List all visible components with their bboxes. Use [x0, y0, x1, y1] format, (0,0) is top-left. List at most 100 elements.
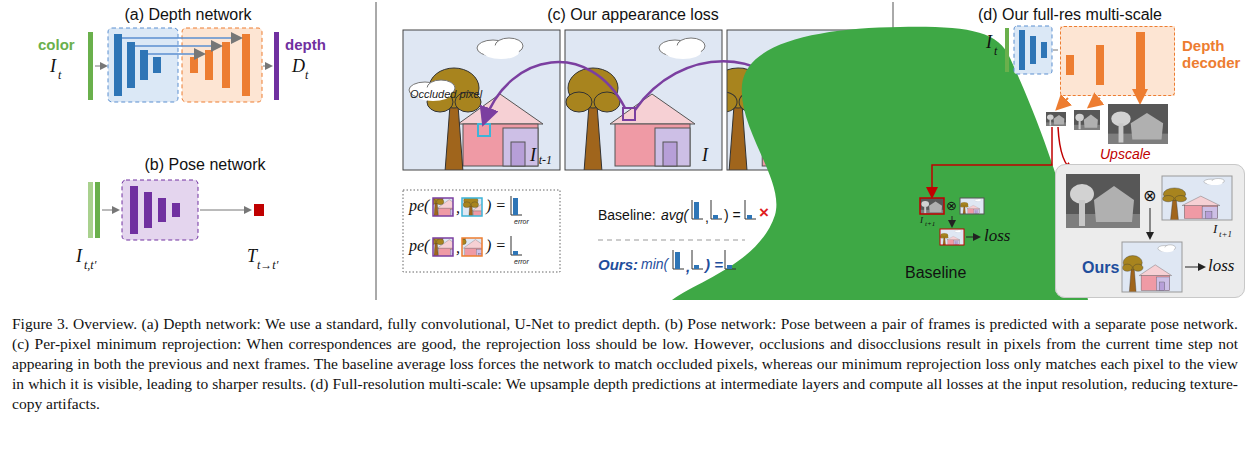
pose-network-part	[130, 186, 138, 234]
node-text: Depth decoder	[1182, 37, 1246, 71]
node-text: Ours	[1082, 259, 1119, 277]
reprojection-formulas-part	[673, 250, 684, 269]
multi-scale-network-part	[1162, 176, 1232, 220]
label-text: ,	[456, 199, 460, 217]
multi-scale-network-part	[1122, 242, 1182, 293]
depth-network-part	[127, 42, 135, 88]
label-text: (c) Our appearance loss	[547, 6, 719, 24]
video-frames-part	[403, 30, 560, 170]
label-text: I	[986, 32, 992, 53]
label-text: T	[247, 246, 257, 267]
label-text: (a) Depth network	[124, 6, 251, 24]
label-text: t,t′	[84, 258, 96, 273]
reprojection-formulas-part	[692, 250, 703, 269]
decoder-box: Depth decoder	[1060, 26, 1175, 96]
label-text: (b) Pose network	[145, 156, 266, 174]
multi-scale-network-part	[920, 198, 944, 214]
node-text: I	[530, 145, 536, 166]
label-text: t	[994, 44, 997, 59]
label-text: error	[514, 218, 529, 225]
multi-scale-network-part	[1074, 110, 1100, 130]
label-text: ×	[759, 203, 769, 223]
label-text: t	[58, 68, 61, 83]
multi-scale-network-part	[1108, 104, 1168, 144]
label-text: (d) Our full-res multi-scale	[978, 6, 1162, 24]
label-text: ) =	[486, 197, 506, 215]
multi-scale-network-part	[952, 216, 953, 226]
reprojection-formulas-part	[598, 240, 745, 241]
reprojection-formulas-part	[725, 250, 736, 269]
multi-scale-network-part	[1055, 164, 1245, 298]
depth-network-part	[122, 38, 240, 54]
pose-network-part	[254, 204, 264, 216]
label-text: I	[920, 215, 923, 225]
label-text: ,	[456, 239, 460, 257]
reprojection-formulas-part	[692, 200, 703, 219]
depth-network-part	[242, 34, 250, 96]
pose-network	[88, 180, 264, 240]
multi-scale-network-part	[1060, 26, 1175, 96]
multi-scale-network-part	[1030, 36, 1036, 64]
depth-network-part	[190, 57, 198, 73]
multi-scale-network-part-part	[1058, 98, 1068, 108]
depth-network-part	[153, 57, 161, 73]
depth-network-part	[140, 50, 148, 80]
node-text: t-1	[539, 153, 552, 168]
multi-scale-network	[920, 26, 1245, 298]
multi-scale-network-part	[1162, 176, 1232, 221]
depth-network-part	[222, 42, 230, 88]
frame-box: I	[565, 30, 722, 170]
multi-scale-network-part	[1014, 26, 1052, 74]
label-text: ) =	[724, 207, 741, 223]
video-frames-part	[565, 30, 722, 172]
label-text: avg(	[661, 207, 688, 223]
pose-network-part	[158, 198, 166, 222]
multi-scale-network-part	[1066, 174, 1140, 228]
reprojection-formulas-part	[433, 238, 453, 256]
multi-scale-network-part-part	[1139, 97, 1141, 101]
label-text: pe(	[409, 237, 429, 255]
multi-scale-network-part	[1136, 32, 1145, 92]
reprojection-formulas-part	[711, 200, 722, 219]
reprojection-formulas-part	[511, 236, 522, 255]
reprojection-formulas-part	[462, 198, 482, 216]
depth-network	[88, 28, 279, 102]
label-text: I	[76, 246, 82, 267]
multi-scale-network-part	[966, 237, 979, 238]
multi-scale-network-part	[1066, 55, 1074, 75]
video-frames-part	[403, 30, 560, 172]
pose-network-part	[144, 192, 152, 228]
multi-scale-network-part	[1005, 28, 1009, 72]
label-text: Upscale	[1100, 146, 1151, 162]
multi-scale-network-part-part	[1090, 98, 1100, 106]
multi-scale-network-part	[1041, 42, 1047, 58]
label-text: t	[305, 68, 308, 83]
pose-network-part	[200, 210, 250, 211]
video-frames-part	[623, 108, 635, 120]
label-text: loss	[1208, 256, 1234, 276]
multi-scale-network-part	[960, 198, 984, 214]
multi-scale-network-part	[1053, 50, 1058, 51]
label-text: I	[50, 56, 56, 77]
label-text: I	[1213, 221, 1217, 237]
label-text: Occluded pixel	[410, 88, 482, 100]
label-text: ) =	[486, 237, 506, 255]
multi-scale-network-part	[1019, 30, 1025, 70]
multi-scale-network-part	[940, 229, 964, 245]
label-text: t+1	[925, 220, 935, 228]
video-frames-part	[478, 124, 490, 136]
depth-network-part	[205, 50, 213, 80]
frame-box: It-1	[403, 30, 560, 170]
depth-network-part	[263, 66, 271, 67]
label-text: t→t′	[257, 258, 278, 273]
panel-divider-part	[376, 2, 377, 300]
pose-network-part	[95, 182, 100, 238]
node-text: I	[702, 145, 708, 166]
pose-network-part	[102, 210, 118, 211]
pose-network-part	[172, 203, 180, 217]
reprojection-formulas-part	[511, 196, 522, 215]
depth-network-part	[108, 28, 178, 102]
label-text: ,	[705, 209, 709, 225]
